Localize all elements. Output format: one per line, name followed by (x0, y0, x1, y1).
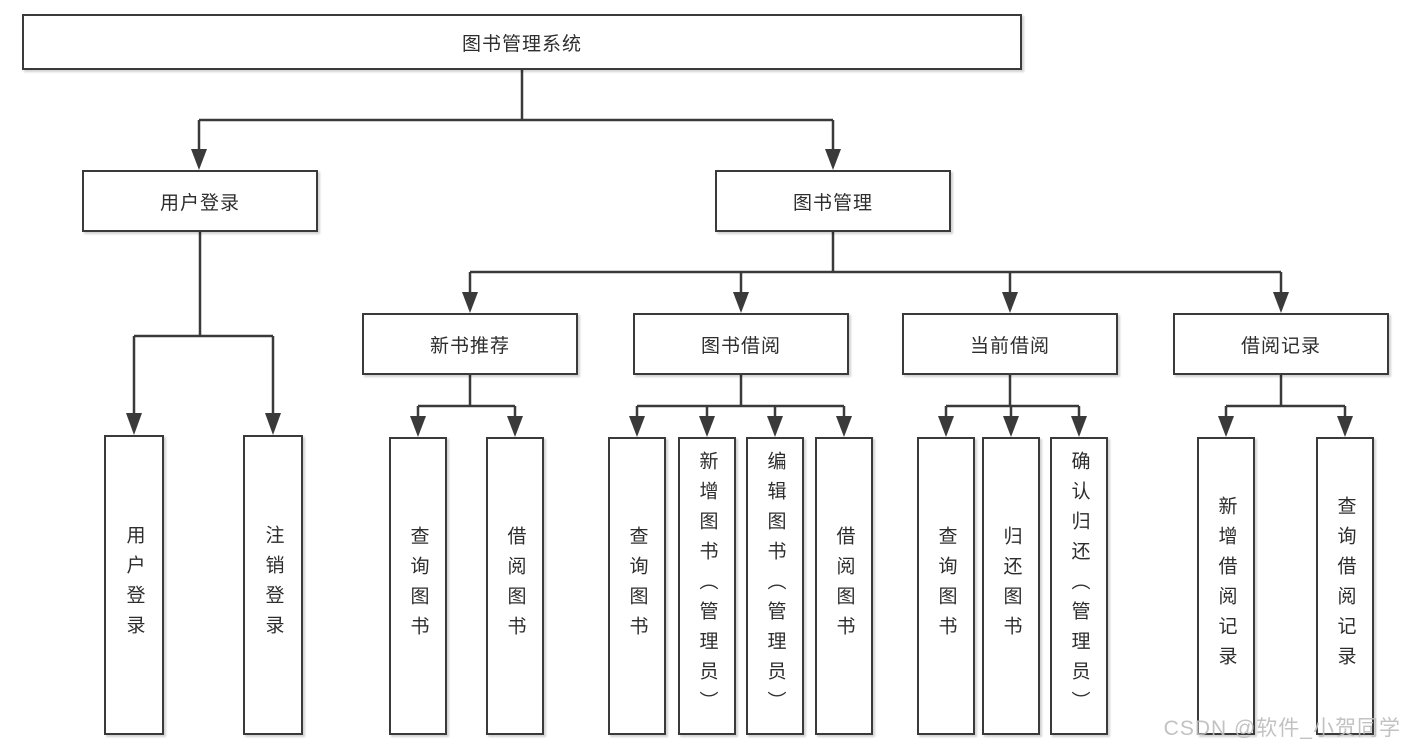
leaf-edit-book-admin: 编辑图书（管理员） (746, 437, 804, 735)
node-book-borrow: 图书借阅 (633, 313, 849, 375)
node-label: 图书管理 (792, 192, 873, 214)
node-label: 注销登录 (262, 525, 284, 645)
node-label: 用户登录 (123, 525, 145, 645)
node-label: 图书借阅 (700, 335, 781, 357)
leaf-borrow-book-recommend: 借阅图书 (486, 437, 544, 735)
node-new-book-recommend: 新书推荐 (362, 313, 578, 375)
leaf-add-book-admin: 新增图书（管理员） (678, 437, 736, 735)
node-label: 查询图书 (407, 526, 429, 646)
node-label: 新增借阅记录 (1215, 496, 1237, 676)
node-label: 编辑图书（管理员） (764, 451, 786, 721)
node-label: 查询图书 (935, 526, 957, 646)
node-current-borrow: 当前借阅 (902, 313, 1118, 375)
leaf-query-borrow-record: 查询借阅记录 (1316, 437, 1374, 735)
node-label: 确认归还（管理员） (1068, 451, 1090, 721)
leaf-borrow-book: 借阅图书 (815, 437, 873, 735)
node-label: 新书推荐 (429, 335, 510, 357)
node-user-login: 用户登录 (82, 170, 318, 232)
node-label: 借阅图书 (504, 526, 526, 646)
leaf-query-book-current: 查询图书 (917, 437, 975, 735)
node-label: 借阅图书 (833, 526, 855, 646)
node-label: 图书管理系统 (461, 33, 582, 55)
node-label: 归还图书 (1000, 526, 1022, 646)
node-label: 查询图书 (626, 526, 648, 646)
node-label: 借阅记录 (1240, 335, 1321, 357)
node-label: 新增图书（管理员） (696, 451, 718, 721)
node-label: 当前借阅 (969, 335, 1050, 357)
csdn-watermark: CSDN @软件_小贺同学 (1163, 717, 1401, 740)
node-borrow-records: 借阅记录 (1173, 313, 1389, 375)
node-label: 用户登录 (159, 192, 240, 214)
leaf-return-book: 归还图书 (982, 437, 1040, 735)
node-system-root: 图书管理系统 (22, 14, 1022, 70)
leaf-add-borrow-record: 新增借阅记录 (1197, 437, 1255, 735)
leaf-user-login: 用户登录 (104, 435, 164, 735)
leaf-query-book-recommend: 查询图书 (389, 437, 447, 735)
leaf-query-book-borrow: 查询图书 (608, 437, 666, 735)
leaf-logout: 注销登录 (243, 435, 303, 735)
node-book-management: 图书管理 (715, 170, 951, 232)
leaf-confirm-return-admin: 确认归还（管理员） (1050, 437, 1108, 735)
node-label: 查询借阅记录 (1334, 496, 1356, 676)
